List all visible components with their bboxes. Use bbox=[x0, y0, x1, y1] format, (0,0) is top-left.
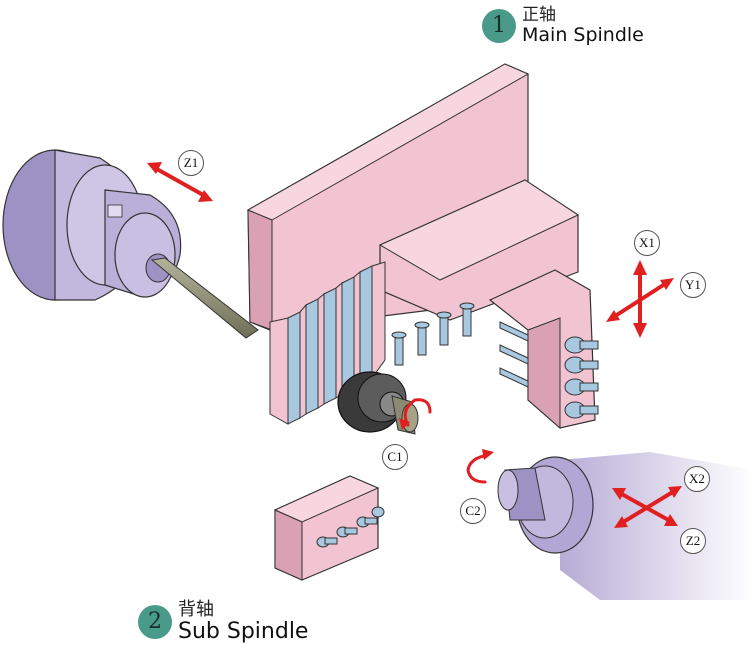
gang-tools bbox=[269, 261, 386, 425]
sub-spindle-badge: 2 背轴 Sub Spindle bbox=[138, 600, 308, 644]
sub-spindle-label-en: Sub Spindle bbox=[178, 618, 309, 644]
axis-label-x2: X2 bbox=[684, 466, 710, 492]
main-spindle-label-cn: 正轴 bbox=[522, 5, 556, 25]
main-spindle-label-en: Main Spindle bbox=[522, 23, 644, 46]
sub-spindle-number: 2 bbox=[138, 604, 172, 639]
sub-spindle-label-cn: 背轴 bbox=[178, 599, 214, 620]
main-spindle bbox=[2, 149, 182, 301]
axis-label-c1: C1 bbox=[382, 444, 408, 470]
side-drills bbox=[499, 321, 599, 419]
main-spindle-badge: 1 正轴 Main Spindle bbox=[482, 6, 644, 46]
sub-spindle bbox=[497, 452, 754, 600]
motion-arrows bbox=[147, 162, 682, 528]
bar-stock bbox=[150, 257, 259, 339]
back-tool-block bbox=[273, 475, 385, 581]
main-spindle-number: 1 bbox=[482, 8, 516, 43]
axis-label-z1: Z1 bbox=[178, 150, 204, 176]
drill-tools bbox=[391, 302, 475, 366]
axis-label-x1: X1 bbox=[634, 230, 660, 256]
axis-label-z2: Z2 bbox=[680, 528, 706, 554]
axis-label-c2: C2 bbox=[460, 498, 486, 524]
axis-label-y1: Y1 bbox=[680, 272, 706, 298]
